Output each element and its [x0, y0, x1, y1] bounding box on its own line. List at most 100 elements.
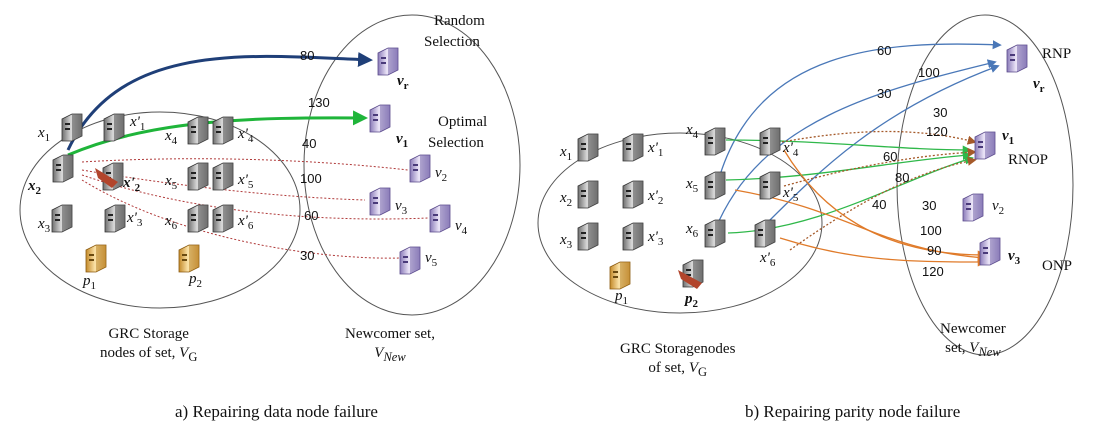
node-label: x5: [164, 173, 178, 192]
server-icon: [369, 187, 391, 216]
rnop-label: RNOP: [1008, 152, 1048, 168]
server-icon: [622, 180, 644, 209]
edge-rnp: [719, 40, 1002, 176]
edge-rnp: [764, 64, 1000, 226]
edge-v5-a: [81, 179, 401, 259]
server-icon: [577, 133, 599, 162]
server-icon: [377, 47, 399, 76]
server-icon: [704, 171, 726, 200]
caption-line: GRC Storagenodes: [620, 341, 736, 357]
panel-b: 60 100 30 30 120 60 80 40 30 100 90 120: [537, 14, 1074, 356]
onp-label: ONP: [1042, 258, 1072, 274]
optimal-selection-label: Selection: [428, 135, 484, 151]
optimal-selection-label: Optimal: [438, 114, 487, 130]
caption-line: Newcomer: [940, 321, 1006, 337]
storage-set-caption-b: GRC Storagenodes of set, VG: [620, 340, 735, 382]
node-label: v1: [1002, 128, 1014, 147]
node-label: x3: [559, 232, 573, 251]
node-label: x'4: [782, 140, 799, 159]
server-icon: [754, 219, 776, 248]
node-label: p2: [188, 271, 202, 290]
weight-optimal-a: 130: [308, 95, 330, 110]
weight-b: 90: [927, 243, 941, 258]
node-label: v4: [455, 218, 468, 237]
server-icon: [759, 171, 781, 200]
server-icon: [577, 180, 599, 209]
edge-onp: [779, 237, 987, 267]
node-label: x1: [559, 144, 572, 163]
edge-onp: [734, 189, 987, 262]
node-label: x2: [27, 178, 42, 197]
node-label: x6: [685, 221, 699, 240]
server-icon: [979, 237, 1001, 266]
node-label: v5: [425, 250, 438, 269]
edge-dotted-b: [781, 130, 977, 145]
weight-v2-a: 40: [302, 136, 316, 151]
server-icon: [52, 154, 74, 183]
weight-b: 40: [872, 197, 886, 212]
caption-sub: New: [978, 345, 1001, 359]
server-icon: [103, 113, 125, 142]
caption-sub: G: [697, 365, 708, 379]
weight-b: 120: [926, 124, 948, 139]
edge-v3-a: [81, 169, 366, 201]
server-icon: [704, 219, 726, 248]
caption-text: set,: [945, 340, 970, 356]
storage-set-caption-a: GRC Storage nodes of set, VG: [100, 325, 197, 367]
node-label: x'6: [759, 250, 776, 269]
node-label: x'6: [237, 213, 254, 232]
server-icon: [399, 246, 421, 275]
node-label: x'4: [237, 126, 254, 145]
weight-v5-a: 30: [300, 248, 314, 263]
node-label: x'1: [129, 114, 145, 133]
newcomer-set-caption-b: Newcomer set, VNew: [940, 320, 1006, 362]
node-label: x4: [164, 128, 178, 147]
node-label: x1: [37, 125, 50, 144]
server-icon: [212, 204, 234, 233]
server-icon: [409, 154, 431, 183]
node-label: p1: [82, 273, 96, 292]
caption-panel-a: a) Repairing data node failure: [175, 402, 378, 421]
edge-v2-a: [81, 158, 409, 171]
edge-random-a: [66, 52, 373, 151]
node-label: v3: [395, 198, 408, 217]
node-label: x6: [164, 213, 178, 232]
caption-line: set, VNew: [940, 339, 1006, 362]
edge-rnp: [714, 59, 997, 231]
server-icon: [974, 131, 996, 160]
node-label: x'3: [647, 229, 664, 248]
server-icon: [104, 204, 126, 233]
server-icon: [577, 222, 599, 251]
weight-b: 100: [918, 65, 940, 80]
node-label: p2: [683, 291, 699, 310]
weight-b: 100: [920, 223, 942, 238]
weight-b: 30: [877, 86, 891, 101]
node-label: p1: [614, 288, 628, 307]
panel-a: 80 130 40 100 60 30 x1 x'1 x2 x'2 x3: [19, 13, 521, 316]
random-selection-label: Selection: [424, 34, 480, 50]
caption-text: of set,: [648, 360, 689, 376]
server-icon: [212, 116, 234, 145]
weight-random-a: 80: [300, 48, 314, 63]
weight-b: 60: [883, 149, 897, 164]
weight-b: 60: [877, 43, 891, 58]
weight-b: 30: [922, 198, 936, 213]
server-icon: [85, 244, 107, 273]
random-selection-label: Random: [434, 13, 485, 29]
node-label: x4: [685, 122, 699, 141]
node-label: x'5: [782, 185, 799, 204]
node-label: x'2: [647, 188, 663, 207]
node-label: x3: [37, 216, 51, 235]
server-icon: [178, 244, 200, 273]
server-icon: [429, 204, 451, 233]
server-icon: [187, 116, 209, 145]
caption-sub: New: [383, 350, 406, 364]
caption-text: nodes of set,: [100, 345, 180, 361]
failure-mark-icon: [678, 270, 702, 289]
server-icon: [187, 204, 209, 233]
server-icon: [187, 162, 209, 191]
node-label: v3: [1008, 248, 1021, 267]
storage-set-a: [19, 111, 301, 309]
server-icon: [609, 261, 631, 290]
weight-b: 80: [895, 170, 909, 185]
